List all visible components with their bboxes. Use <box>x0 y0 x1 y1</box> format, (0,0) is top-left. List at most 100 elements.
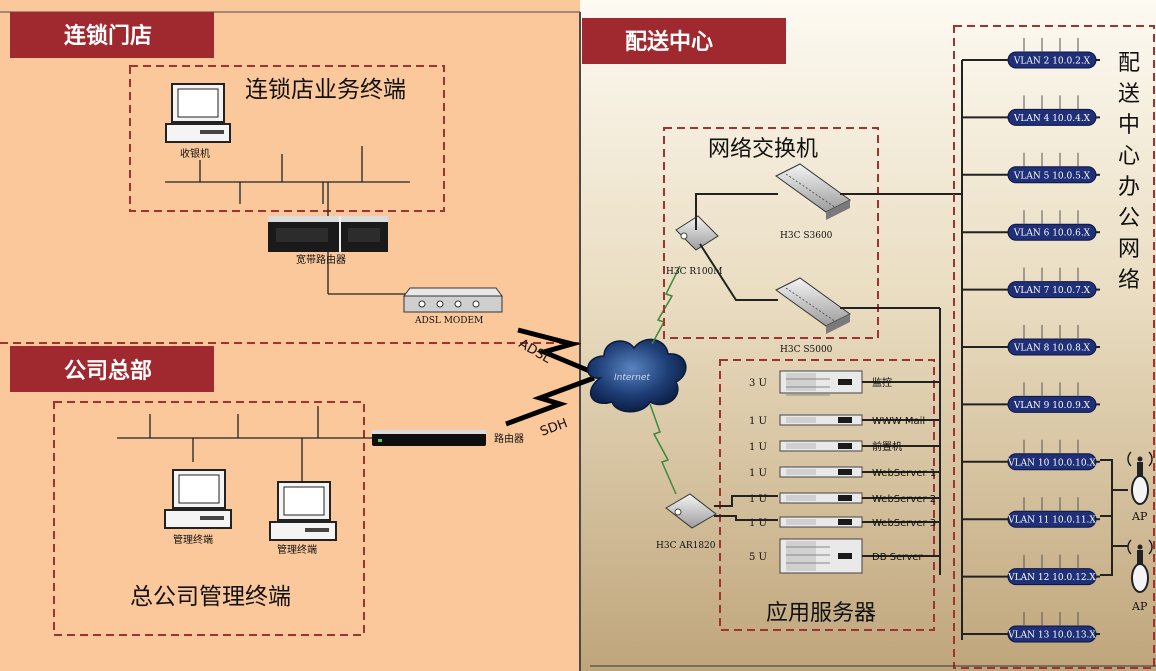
vlan-pill-icon <box>1007 510 1097 528</box>
vlan-2: VLAN 4 10.0.4.X <box>962 95 1100 126</box>
vlan-8: VLAN 10 10.0.10.X <box>962 439 1100 471</box>
vlan-pill-icon <box>1007 453 1097 471</box>
server-chassis-icon <box>779 370 863 396</box>
server-size-label: 1 U <box>749 442 767 453</box>
hq-terminal-2-icon <box>269 481 337 541</box>
office-network-char: 办 <box>1118 175 1140 200</box>
vlan-pill-icon <box>1007 395 1097 413</box>
adsl-modem-label: ADSL MODEM <box>414 316 483 326</box>
vlan-11: VLAN 13 10.0.13.X <box>962 612 1100 643</box>
vlan-pill-icon <box>1007 281 1097 299</box>
region-divider <box>579 12 581 671</box>
cash-register-pc-icon <box>165 83 231 143</box>
server-name-label: 前置机 <box>872 440 902 453</box>
vlan-7: VLAN 9 10.0.9.X <box>962 382 1100 413</box>
hq-terminal-1-icon <box>164 469 232 529</box>
server-chassis-icon <box>779 440 863 452</box>
vlan-label: VLAN 8 10.0.8.X <box>1013 344 1091 354</box>
ap-2-icon <box>1127 539 1153 593</box>
ap-2-label: AP <box>1131 600 1148 613</box>
vlan-label: VLAN 12 10.0.12.X <box>1007 573 1096 583</box>
vlan-pill-icon <box>1007 568 1097 586</box>
switch-group-label: 网络交换机 <box>708 137 818 162</box>
server-name-label: DB Server <box>872 552 923 563</box>
vlan-3: VLAN 5 10.0.5.X <box>962 152 1100 184</box>
server-chassis-icon <box>779 466 863 478</box>
server-size-label: 1 U <box>749 416 767 427</box>
ap-1-label: AP <box>1131 510 1148 523</box>
server-size-label: 1 U <box>749 468 767 479</box>
vlan-9: VLAN 11 10.0.11.X <box>962 497 1100 528</box>
cloud-to-ar1820-link <box>649 403 677 495</box>
cash-register-label: 收银机 <box>180 147 210 160</box>
vlans-layer: VLAN 2 10.0.2.X VLAN 4 10.0.4.X VLAN 5 10.… <box>962 38 1100 643</box>
server-name-label: WebServer 3 <box>872 518 936 529</box>
office-network-char: 网 <box>1118 237 1140 262</box>
vlan-label: VLAN 4 10.0.4.X <box>1013 114 1091 124</box>
server-size-label: 3 U <box>749 378 767 389</box>
adsl-link-bolt <box>517 327 593 375</box>
server-chassis-icon <box>779 492 863 504</box>
h3c-s5000-label: H3C S5000 <box>780 345 833 355</box>
hq-router-icon <box>372 430 486 446</box>
internet-label: Internet <box>614 373 650 383</box>
broadband-router-icon <box>268 216 388 252</box>
h3c-ar1820-icon <box>665 493 717 529</box>
server-1: 3 U 监控 <box>749 370 940 396</box>
vlan-4: VLAN 6 10.0.6.X <box>962 210 1100 241</box>
header-dc-text: 配送中心 <box>625 29 713 55</box>
vlan-6: VLAN 8 10.0.8.X <box>962 325 1100 356</box>
store-lan-bus <box>165 146 410 217</box>
store-hq-background <box>0 0 580 671</box>
switch-links <box>695 193 962 309</box>
h3c-r100m-icon <box>675 215 719 251</box>
vlan-label: VLAN 2 10.0.2.X <box>1013 57 1091 67</box>
server-chassis-icon <box>779 516 863 528</box>
internet-cloud-icon <box>587 338 687 413</box>
vlan-label: VLAN 11 10.0.11.X <box>1007 516 1096 526</box>
server-chassis-icon <box>779 538 863 574</box>
hq-lan-bus <box>117 406 372 484</box>
header-store-text: 连锁门店 <box>64 23 152 49</box>
store-terminal-group <box>129 65 445 212</box>
ar1820-server-links <box>714 495 778 521</box>
vlan-pill-icon <box>1007 223 1097 241</box>
office-network-char: 配 <box>1118 51 1140 76</box>
h3c-s5000-icon <box>775 277 851 334</box>
vlan-10: VLAN 12 10.0.12.X <box>962 554 1100 586</box>
adsl-modem-icon <box>403 287 503 313</box>
server-name-label: 监控 <box>872 376 892 389</box>
server-name-label: WebServer 1 <box>872 468 936 479</box>
office-network-box <box>953 25 1155 669</box>
h3c-s3600-label: H3C S3600 <box>780 231 833 241</box>
vlan-pill-icon <box>1007 166 1097 184</box>
vlan-pill-icon <box>1007 338 1097 356</box>
h3c-s3600-icon <box>775 163 851 220</box>
header-hq-text: 公司总部 <box>64 358 152 384</box>
vlan-label: VLAN 6 10.0.6.X <box>1013 229 1091 239</box>
server-4: 1 U WebServer 1 <box>749 466 940 479</box>
header-store: 连锁门店 <box>10 12 214 58</box>
sdh-link-bolt <box>505 375 595 427</box>
ap-1-icon <box>1127 451 1153 505</box>
vlan-label: VLAN 9 10.0.9.X <box>1013 401 1091 411</box>
server-size-label: 1 U <box>749 518 767 529</box>
vlan-5: VLAN 7 10.0.7.X <box>962 267 1100 299</box>
server-size-label: 1 U <box>749 494 767 505</box>
office-network-char: 送 <box>1118 82 1140 107</box>
office-network-char: 络 <box>1118 268 1140 293</box>
vlan-label: VLAN 5 10.0.5.X <box>1013 171 1091 181</box>
server-group-label: 应用服务器 <box>766 601 876 626</box>
office-network-char: 公 <box>1118 206 1140 231</box>
header-dc: 配送中心 <box>582 18 786 64</box>
broadband-router-label: 宽带路由器 <box>296 253 346 266</box>
server-6: 1 U WebServer 3 <box>749 516 940 529</box>
vlan-1: VLAN 2 10.0.2.X <box>962 38 1100 69</box>
